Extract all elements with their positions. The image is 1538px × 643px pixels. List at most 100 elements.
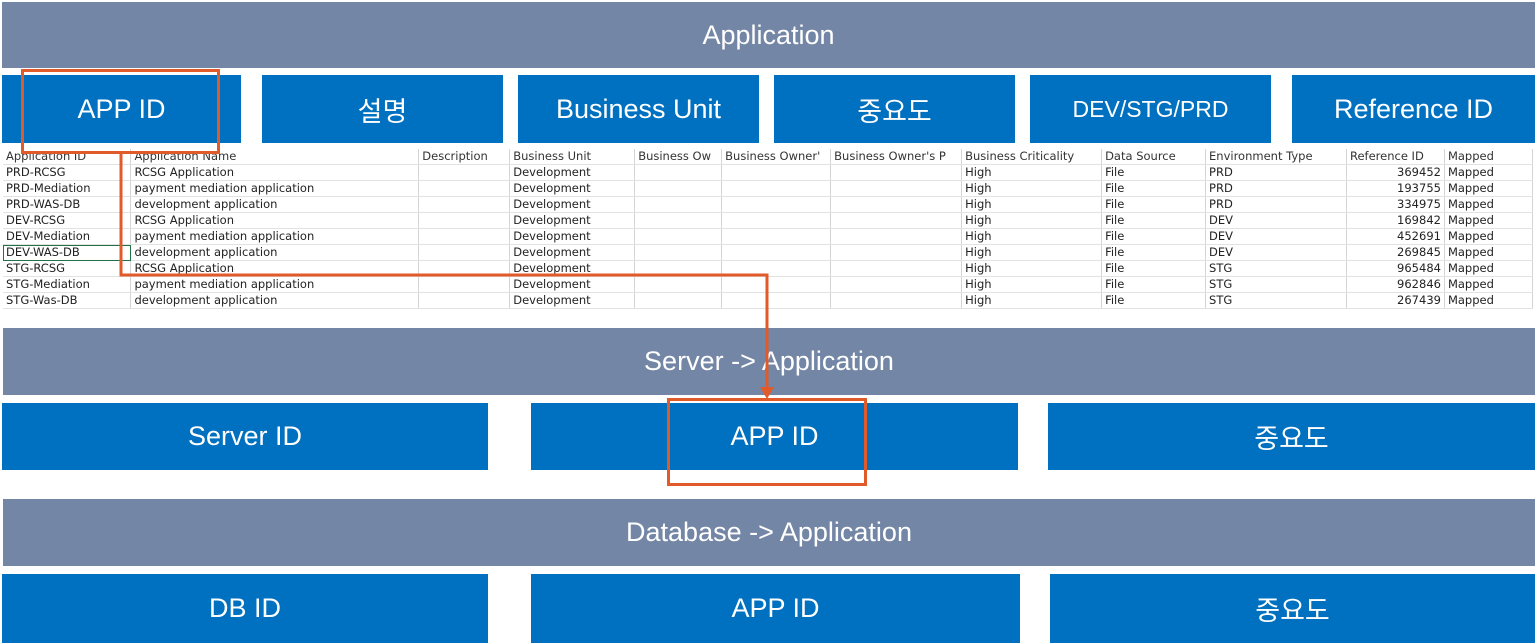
table-cell[interactable]: development application — [130, 292, 420, 309]
table-cell[interactable] — [418, 244, 511, 261]
table-cell[interactable] — [830, 260, 963, 277]
table-cell[interactable]: 193755 — [1346, 180, 1445, 197]
table-cell[interactable]: 369452 — [1346, 164, 1445, 181]
table-cell[interactable]: Mapped — [1444, 196, 1533, 213]
table-cell[interactable]: High — [961, 196, 1103, 213]
table-cell[interactable]: DEV — [1205, 244, 1347, 261]
table-cell[interactable]: High — [961, 244, 1103, 261]
table-cell[interactable] — [830, 244, 963, 261]
table-cell[interactable]: 452691 — [1346, 228, 1445, 245]
table-cell[interactable] — [721, 292, 832, 309]
column-header[interactable]: Business Criticality — [961, 149, 1103, 165]
table-cell[interactable] — [721, 276, 832, 293]
column-header[interactable]: Reference ID — [1346, 149, 1445, 165]
table-cell[interactable] — [721, 244, 832, 261]
table-cell[interactable] — [721, 196, 832, 213]
table-cell[interactable] — [721, 228, 832, 245]
table-cell[interactable] — [634, 292, 723, 309]
table-cell[interactable]: Mapped — [1444, 164, 1533, 181]
table-cell[interactable]: 267439 — [1346, 292, 1445, 309]
table-cell[interactable]: development application — [130, 196, 420, 213]
table-cell[interactable]: Development — [509, 164, 636, 181]
table-cell[interactable]: DEV-RCSG — [3, 212, 132, 229]
column-header[interactable]: Business Unit — [509, 149, 636, 165]
table-cell[interactable]: Mapped — [1444, 180, 1533, 197]
table-cell[interactable]: High — [961, 292, 1103, 309]
table-cell[interactable]: DEV-Mediation — [3, 228, 132, 245]
table-cell[interactable]: Mapped — [1444, 212, 1533, 229]
table-cell[interactable]: Development — [509, 276, 636, 293]
column-header[interactable]: Business Owner's P — [830, 149, 963, 165]
table-cell[interactable]: STG — [1205, 292, 1347, 309]
table-cell[interactable]: High — [961, 260, 1103, 277]
table-cell[interactable]: Development — [509, 212, 636, 229]
table-cell[interactable]: High — [961, 164, 1103, 181]
table-cell[interactable]: STG-RCSG — [3, 260, 132, 277]
table-cell[interactable]: RCSG Application — [130, 164, 420, 181]
table-cell[interactable]: 334975 — [1346, 196, 1445, 213]
table-cell[interactable]: File — [1101, 212, 1207, 229]
table-cell[interactable]: File — [1101, 292, 1207, 309]
table-cell[interactable] — [830, 180, 963, 197]
table-cell[interactable]: payment mediation application — [130, 276, 420, 293]
table-cell[interactable]: development application — [130, 244, 420, 261]
table-cell[interactable]: PRD-RCSG — [3, 164, 132, 181]
table-cell[interactable]: Mapped — [1444, 244, 1533, 261]
table-cell[interactable]: Development — [509, 244, 636, 261]
table-cell[interactable] — [830, 292, 963, 309]
column-header[interactable]: Description — [418, 149, 511, 165]
table-cell[interactable] — [634, 180, 723, 197]
table-cell[interactable]: File — [1101, 228, 1207, 245]
table-cell[interactable] — [830, 212, 963, 229]
table-cell[interactable] — [418, 196, 511, 213]
table-cell[interactable]: PRD-Mediation — [3, 180, 132, 197]
table-cell[interactable] — [830, 164, 963, 181]
column-header[interactable]: Environment Type — [1205, 149, 1347, 165]
table-cell[interactable]: 269845 — [1346, 244, 1445, 261]
table-cell[interactable]: STG — [1205, 260, 1347, 277]
table-cell[interactable] — [830, 276, 963, 293]
table-cell[interactable] — [830, 196, 963, 213]
table-cell[interactable]: File — [1101, 196, 1207, 213]
table-cell[interactable] — [721, 180, 832, 197]
table-cell[interactable]: PRD — [1205, 196, 1347, 213]
table-cell[interactable]: File — [1101, 260, 1207, 277]
table-cell[interactable]: High — [961, 276, 1103, 293]
table-cell[interactable]: 169842 — [1346, 212, 1445, 229]
table-cell[interactable]: STG — [1205, 276, 1347, 293]
table-cell[interactable]: Development — [509, 196, 636, 213]
table-cell[interactable]: STG-Mediation — [3, 276, 132, 293]
table-cell[interactable] — [418, 180, 511, 197]
table-cell[interactable] — [634, 244, 723, 261]
table-cell[interactable] — [634, 276, 723, 293]
table-cell[interactable]: Development — [509, 228, 636, 245]
table-cell[interactable]: Development — [509, 260, 636, 277]
table-cell[interactable]: PRD — [1205, 164, 1347, 181]
table-cell[interactable]: File — [1101, 164, 1207, 181]
table-cell[interactable] — [418, 164, 511, 181]
table-cell[interactable] — [418, 228, 511, 245]
table-cell[interactable] — [721, 164, 832, 181]
table-cell[interactable]: RCSG Application — [130, 260, 420, 277]
table-cell[interactable]: High — [961, 180, 1103, 197]
table-cell[interactable]: DEV — [1205, 212, 1347, 229]
column-header[interactable]: Mapped — [1444, 149, 1533, 165]
table-cell[interactable]: 962846 — [1346, 276, 1445, 293]
table-cell[interactable] — [418, 292, 511, 309]
table-cell[interactable]: Mapped — [1444, 292, 1533, 309]
table-cell[interactable]: Development — [509, 292, 636, 309]
column-header[interactable]: Data Source — [1101, 149, 1207, 165]
table-cell[interactable]: PRD-WAS-DB — [3, 196, 132, 213]
table-cell[interactable]: Mapped — [1444, 260, 1533, 277]
table-cell[interactable]: DEV — [1205, 228, 1347, 245]
table-cell[interactable]: High — [961, 212, 1103, 229]
table-cell[interactable]: Development — [509, 180, 636, 197]
table-cell[interactable]: PRD — [1205, 180, 1347, 197]
table-cell[interactable]: STG-Was-DB — [3, 292, 132, 309]
table-cell[interactable] — [721, 212, 832, 229]
table-cell[interactable] — [634, 196, 723, 213]
table-cell[interactable]: DEV-WAS-DB — [3, 244, 132, 261]
table-cell[interactable]: RCSG Application — [130, 212, 420, 229]
table-cell[interactable]: File — [1101, 244, 1207, 261]
table-cell[interactable]: Mapped — [1444, 228, 1533, 245]
